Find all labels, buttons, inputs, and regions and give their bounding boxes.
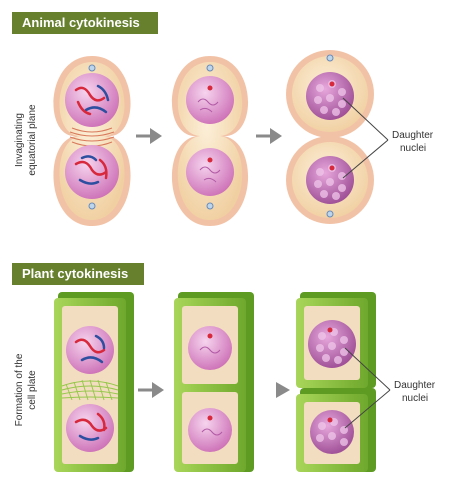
plant-stage-3-cells <box>296 292 376 472</box>
arrow-right-icon <box>276 382 290 398</box>
chromosomes-top <box>74 334 106 364</box>
plant-side-line-2: cell plate <box>27 370 38 410</box>
chromosomes-top <box>74 84 110 116</box>
centrosome-bottom <box>326 210 334 218</box>
nucleus-top <box>65 73 119 127</box>
nucleus-bottom <box>186 148 234 196</box>
nucleolus-top <box>207 333 213 339</box>
nucleolus-top <box>207 85 213 91</box>
chromatin-bottom <box>199 166 221 183</box>
nucleus-bottom <box>65 145 119 199</box>
chromatin <box>199 346 223 436</box>
nucleus-top <box>66 326 114 374</box>
plant-daughter-nuclei-leader-lines <box>344 347 391 429</box>
plant-cytokinesis-title: Plant cytokinesis <box>12 263 144 285</box>
plant-callout-line-1: Daughter <box>394 380 436 391</box>
chromosomes-bottom <box>74 412 108 441</box>
centrosome-top <box>206 64 214 72</box>
plant-side-line-1: Formation of the <box>14 353 25 426</box>
centrosome-bottom <box>88 202 96 210</box>
animal-daughter-nuclei-label: Daughter nuclei <box>392 130 434 154</box>
animal-cytokinesis-title: Animal cytokinesis <box>12 12 158 34</box>
animal-stage-3-cells <box>286 50 374 224</box>
animal-side-line-1: Invaginating <box>14 113 25 167</box>
plant-stage-2-cell <box>174 292 254 472</box>
animal-stage-1-cell <box>53 56 131 226</box>
animal-stage-2-cell <box>171 56 249 226</box>
plant-callout-line-2: nuclei <box>402 393 428 404</box>
nucleus-top <box>188 326 232 370</box>
nucleolus-bottom <box>329 165 335 171</box>
nucleus-texture-bottom <box>316 418 348 446</box>
nucleolus-top <box>329 81 335 87</box>
nucleolus-top <box>327 327 333 333</box>
formation-of-cell-plate-label: Formation of the cell plate <box>14 353 38 426</box>
nucleus-texture-bottom <box>314 164 346 200</box>
nucleus-bottom <box>66 404 114 452</box>
nucleolus-bottom <box>207 415 213 421</box>
nucleolus-bottom <box>207 157 213 163</box>
cell-plate-forming <box>61 379 119 401</box>
animal-callout-line-1: Daughter <box>392 130 434 141</box>
animal-side-line-2: equatorial plane <box>27 104 38 176</box>
plant-daughter-nuclei-label: Daughter nuclei <box>394 380 436 404</box>
plant-stage-1-cell <box>54 292 134 472</box>
arrow-right-icon <box>138 382 164 398</box>
centrosome-top <box>88 64 96 72</box>
centrosome-bottom <box>206 202 214 210</box>
animal-callout-line-2: nuclei <box>400 143 426 154</box>
centrosome-top <box>326 54 334 62</box>
nucleolus-bottom <box>327 417 333 423</box>
daughter-nuclei-leader-lines <box>342 97 389 179</box>
chromosomes-bottom <box>74 155 108 185</box>
arrow-right-icon <box>136 128 162 144</box>
invaginating-equatorial-plane-label: Invaginating equatorial plane <box>14 104 38 176</box>
chromatin-top <box>197 98 219 113</box>
arrow-right-icon <box>256 128 282 144</box>
nucleus-top <box>186 76 234 124</box>
